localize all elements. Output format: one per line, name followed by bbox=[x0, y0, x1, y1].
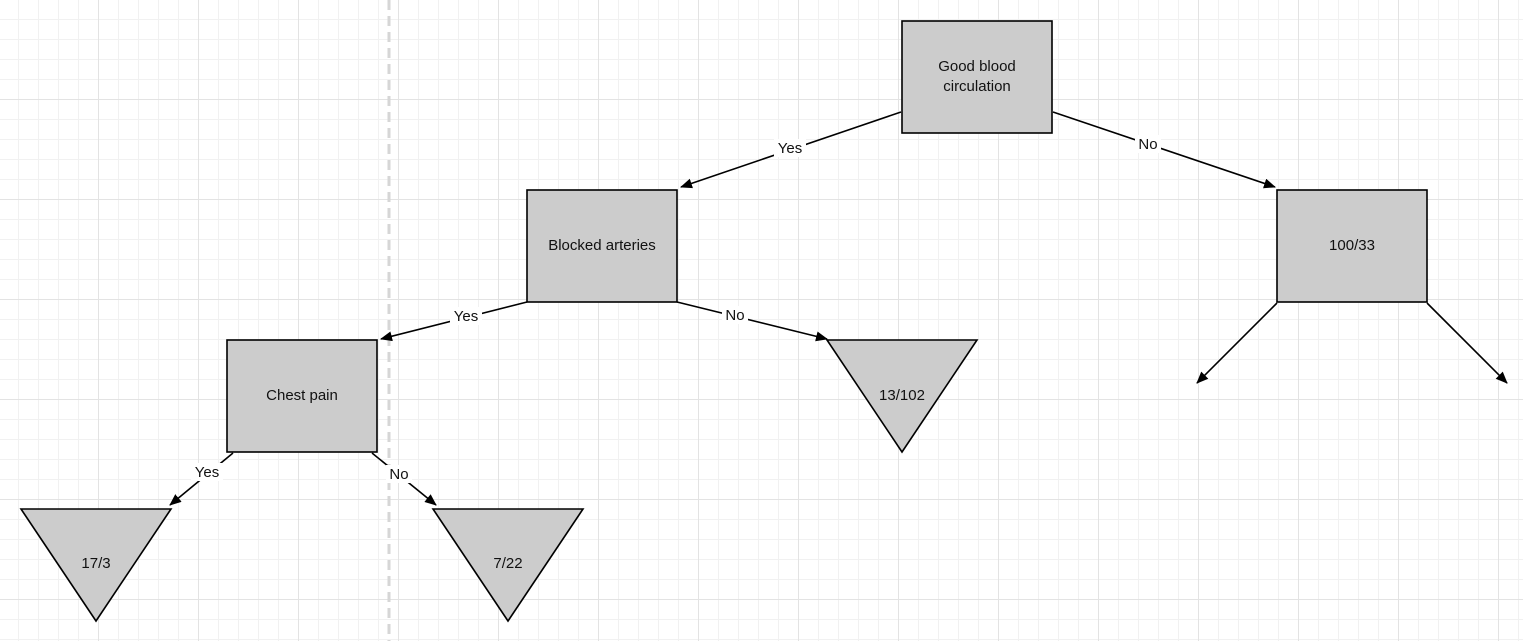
node-label: 17/3 bbox=[81, 555, 110, 572]
edge-label-text: No bbox=[389, 466, 408, 483]
edge-label-blocked-no: No bbox=[722, 306, 748, 324]
node-blocked-arteries[interactable]: Blocked arteries bbox=[526, 189, 678, 303]
edge-label-text: No bbox=[1138, 136, 1157, 153]
edge-label-chest-yes: Yes bbox=[191, 463, 223, 481]
node-label: 13/102 bbox=[879, 387, 925, 404]
edge-label-text: Yes bbox=[195, 464, 219, 481]
node-label-line-1: Good blood bbox=[938, 58, 1016, 75]
edge-100-33-left bbox=[1196, 302, 1278, 384]
edge-label-text: No bbox=[725, 307, 744, 324]
node-label: 100/33 bbox=[1329, 237, 1375, 254]
edge-label-root-no: No bbox=[1135, 135, 1161, 153]
edge-label-blocked-yes: Yes bbox=[450, 307, 482, 325]
edge-label-chest-no: No bbox=[386, 465, 412, 483]
node-good-blood-circulation[interactable]: Good blood circulation bbox=[901, 20, 1053, 134]
leaf-13-102[interactable]: 13/102 bbox=[825, 339, 979, 454]
edge-label-text: Yes bbox=[778, 140, 802, 157]
node-label-line-2: circulation bbox=[943, 78, 1011, 95]
leaf-17-3[interactable]: 17/3 bbox=[19, 508, 173, 623]
node-label: 7/22 bbox=[493, 555, 522, 572]
edge-blocked-no bbox=[676, 301, 828, 342]
edge-label-text: Yes bbox=[454, 308, 478, 325]
leaf-7-22[interactable]: 7/22 bbox=[431, 508, 585, 623]
edge-100-33-right bbox=[1426, 302, 1508, 384]
edge-root-no bbox=[1052, 111, 1276, 189]
node-label: Chest pain bbox=[266, 387, 338, 404]
node-100-33[interactable]: 100/33 bbox=[1276, 189, 1428, 303]
node-label: Blocked arteries bbox=[548, 237, 656, 254]
node-chest-pain[interactable]: Chest pain bbox=[226, 339, 378, 453]
edge-label-root-yes: Yes bbox=[774, 139, 806, 157]
